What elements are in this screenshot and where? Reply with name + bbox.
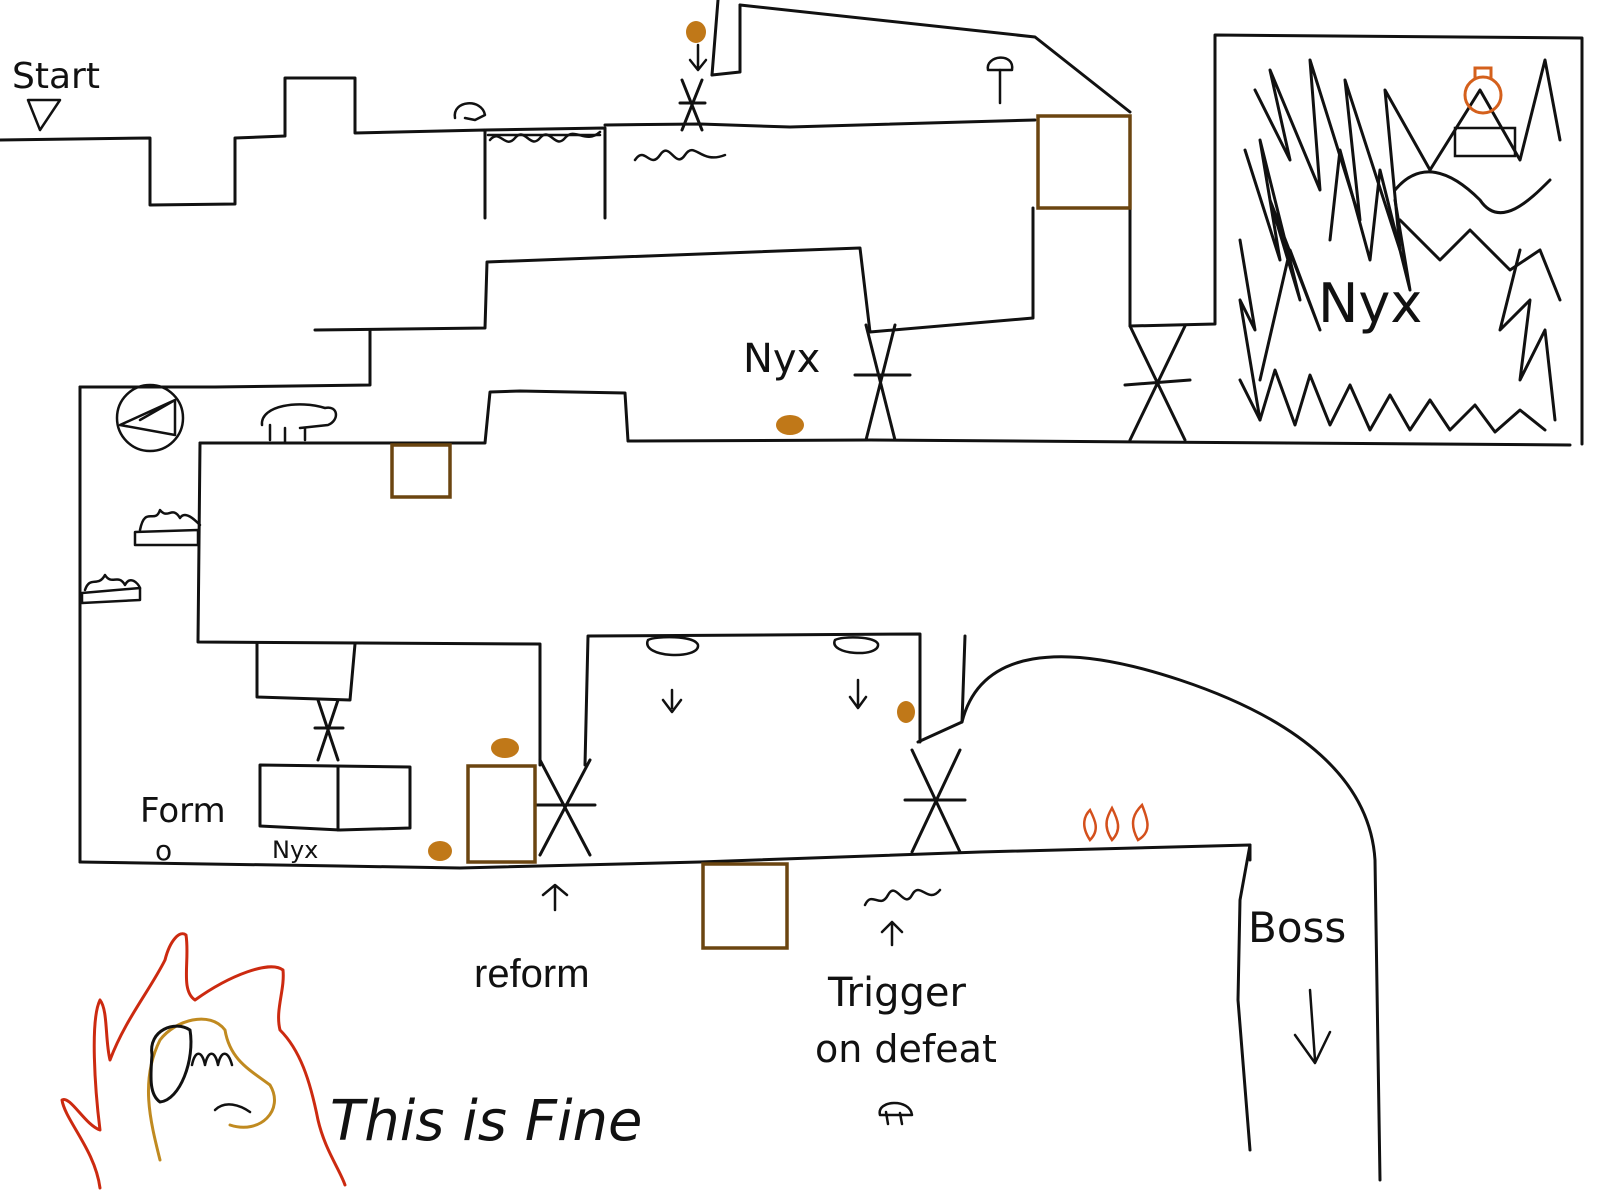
hanging-pod-icon xyxy=(647,637,878,712)
triangle-down-icon xyxy=(28,100,60,130)
compass-icon xyxy=(117,385,183,451)
trigger-label-line1: Trigger xyxy=(827,970,967,1016)
dog-icon xyxy=(880,1103,912,1124)
x-gate-icon xyxy=(315,80,1190,855)
flame-icon xyxy=(1084,805,1147,840)
reform-label: reform xyxy=(474,952,590,996)
bush-platform xyxy=(82,132,600,603)
start-label: Start xyxy=(12,56,100,97)
boss-label: Boss xyxy=(1248,903,1346,952)
arrow-down-icon xyxy=(1295,990,1330,1063)
nyx-room-scribble xyxy=(1240,60,1560,432)
this-is-fine-flame-icon xyxy=(62,934,345,1188)
nyx-small-label: Nyx xyxy=(272,836,318,864)
arrow-up-icon xyxy=(543,885,902,945)
trigger-label-line2: on defeat xyxy=(815,1027,997,1071)
sheep-icon xyxy=(262,103,485,442)
this-is-fine-label: This is Fine xyxy=(330,1089,642,1154)
lamp-icon xyxy=(988,58,1012,103)
form-mark-label: o xyxy=(155,834,172,867)
crate-icon xyxy=(392,116,1130,948)
upper-shaft xyxy=(215,35,1582,444)
form-label: Form xyxy=(140,791,226,831)
wave-trap-icon xyxy=(635,150,940,905)
nyx-room-label: Nyx xyxy=(1318,272,1422,335)
middle-floor xyxy=(80,387,1570,862)
nyx-mid-label: Nyx xyxy=(743,336,820,382)
potion-icon xyxy=(1465,68,1501,113)
top-corridor xyxy=(0,0,1130,218)
arrow-down-icon xyxy=(690,45,706,70)
pedestal-icon xyxy=(1455,128,1515,156)
